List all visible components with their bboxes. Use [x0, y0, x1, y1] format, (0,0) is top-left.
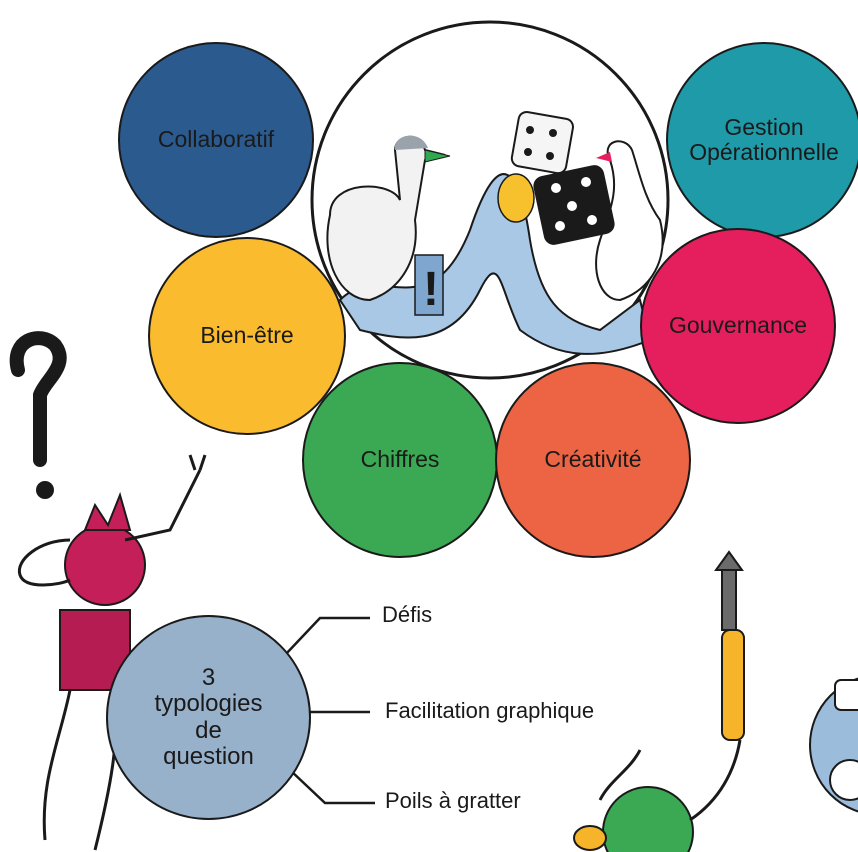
typology-connectors [284, 616, 375, 805]
typology-branch-facilitation: Facilitation graphique [385, 698, 595, 723]
category-label: Chiffres [360, 446, 440, 473]
screwdriver-character [573, 550, 745, 852]
category-creativite: Créativité [495, 362, 691, 558]
category-label: Gouvernance [668, 312, 808, 339]
category-gouvernance: Gouvernance [640, 228, 836, 424]
robot-character [809, 677, 858, 813]
category-label: Collaboratif [157, 126, 275, 153]
typology-branch-poils: Poils à gratter [385, 788, 521, 813]
category-chiffres: Chiffres [302, 362, 498, 558]
category-label: Bien-être [200, 322, 294, 349]
typology-branch-defis: Défis [382, 602, 433, 627]
dice-illustration [497, 110, 615, 245]
svg-text:!: ! [423, 263, 439, 316]
goose-illustration [326, 135, 451, 302]
category-label: Créativité [544, 446, 642, 473]
category-collaboratif: Collaboratif [118, 42, 314, 238]
typology-center: 3 typologies de question [106, 615, 311, 820]
question-character [9, 331, 207, 851]
category-label: Gestion Opérationnelle [689, 113, 839, 165]
category-bien-etre: Bien-être [148, 237, 346, 435]
board-game-illustration: ! [310, 20, 670, 380]
category-gestion-operationnelle: Gestion Opérationnelle [666, 42, 858, 238]
typology-center-label: 3 typologies de question [154, 663, 263, 770]
